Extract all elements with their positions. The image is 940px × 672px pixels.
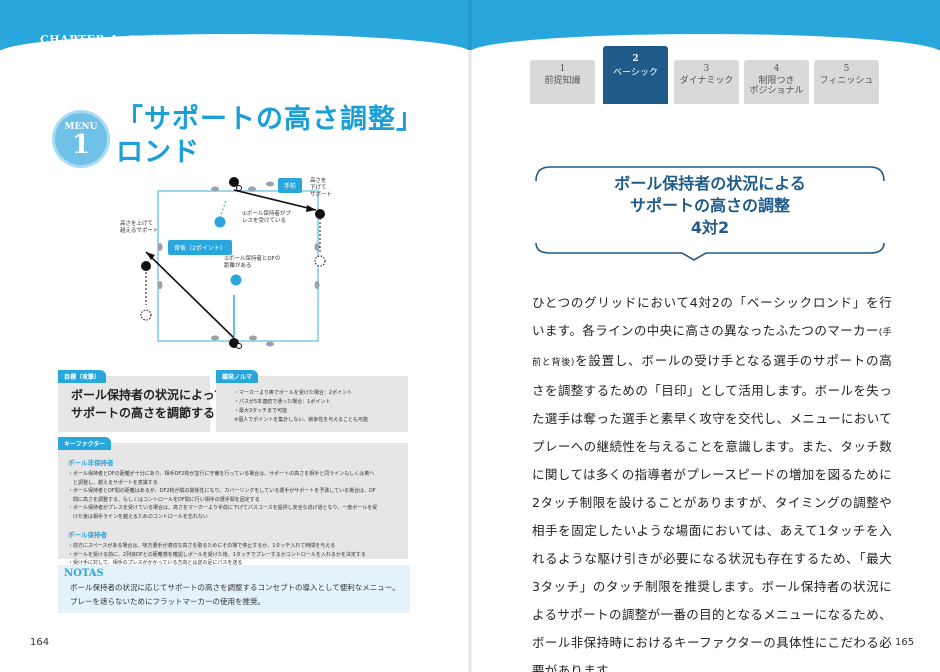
body-small: (手前と背後) xyxy=(532,328,892,368)
goal-box: ボール保持者の状況によって サポートの高さを調節する xyxy=(58,376,226,432)
heading-line-1: ボール保持者の状況による xyxy=(614,174,806,193)
keyfactor-item: ・受け手に対して、相手のプレスがかかっている方向とは逆の足にパスを送る xyxy=(68,560,243,566)
quota-item: ※個人でポイントを集計しない、競争性を与えることも可能 xyxy=(234,417,369,423)
tab-number: 4 xyxy=(773,64,780,74)
heading-text: ボール保持者の状況による サポートの高さの調整 4対2 xyxy=(532,173,888,239)
body-pre: ひとつのグリッドにおいて4対2の「ベーシックロンド」を行います。各ラインの中央に… xyxy=(532,295,892,338)
tab-prerequisite[interactable]: 1 前提知識 xyxy=(530,60,595,104)
title-line-1: 「サポートの高さ調整」 xyxy=(116,104,424,135)
pass-arrow-1 xyxy=(145,251,235,339)
bubble-back: 背後（2ポイント） xyxy=(168,240,232,255)
notas-box xyxy=(58,565,410,613)
tab-label: 前提知識 xyxy=(544,76,581,86)
chapter-title: ロンド xyxy=(127,33,163,46)
keyfactor-heading-2: ボール保持者 xyxy=(68,531,107,539)
keyfactor-item: ・ボールを受ける前に、2列目DFとの距離感を確認しボールを受けた後、1タッチでプ… xyxy=(68,551,366,558)
title-line-2: ロンド xyxy=(116,137,200,168)
markers xyxy=(157,186,320,341)
keyfactor-content: ボール非保持者 ・ボール保持者とDFの距離が十分にあり、相手DF2枚が並行に守備… xyxy=(68,457,402,576)
keyfactor-item: 間に高さを調整する、もしくはコントロールをDF間に行い相手の選手間を固定する xyxy=(68,496,260,503)
keyfactor-heading-1: ボール非保持者 xyxy=(68,459,114,467)
note-1: ①ボール保持者がプ レスを受けている xyxy=(242,211,291,224)
tab-number: 2 xyxy=(632,54,639,64)
defender-2 xyxy=(230,274,242,286)
tab-number: 5 xyxy=(843,64,850,74)
tab-basic[interactable]: 2 ベーシック xyxy=(603,46,668,104)
body-post: を設置し、ボールの受け手となる選手のサポートの高さを調整するための「目印」として… xyxy=(532,353,892,672)
defender-1 xyxy=(214,216,226,228)
bubble-front: 手前 xyxy=(278,178,303,193)
heading-line-2: サポートの高さの調整 xyxy=(629,196,790,215)
diagram-graphic xyxy=(140,177,326,349)
page-number-left: 164 xyxy=(30,637,50,648)
goal-text: ボール保持者の状況によって サポートの高さを調節する xyxy=(71,388,227,420)
keyfactor-item: と調整し、越えるサポートを意識する xyxy=(68,479,158,486)
note-lower-support: 高さを 下げて サポート xyxy=(310,178,333,198)
left-page: CHAPTER 4 ロンド MENU 1 「サポートの高さ調整」 ロンド xyxy=(0,0,470,648)
tab-label: フィニッシュ xyxy=(819,76,874,86)
quota-tag: 課発ノルマ xyxy=(216,370,259,383)
quota-item: ・パスが5本連続で通った場合：1ポイント xyxy=(234,399,331,405)
keyfactor-item: ・ボール保持者とDFの距離が十分にあり、相手DF2枚が並行に守備を行っている場合… xyxy=(68,471,375,477)
player-left xyxy=(141,261,151,271)
heading-line-3: 4対2 xyxy=(690,218,730,237)
tab-dynamic[interactable]: 3 ダイナミック xyxy=(674,60,739,104)
tab-label: ベーシック xyxy=(613,68,658,78)
chapter-band-right xyxy=(470,0,940,56)
page-title: 「サポートの高さ調整」 ロンド xyxy=(116,103,424,169)
player-right-ghost xyxy=(314,255,326,267)
chapter-band xyxy=(0,0,470,56)
tab-label: ダイナミック xyxy=(679,76,734,86)
menu-label: MENU xyxy=(64,122,98,132)
tab-finish[interactable]: 5 フィニッシュ xyxy=(814,60,879,104)
right-page: 1 前提知識 2 ベーシック 3 ダイナミック 4 制限つき ポジショナル 5 … xyxy=(470,0,940,672)
note-raise-support: 高さを上げて 越えるサポート xyxy=(120,221,159,234)
chapter-header: CHAPTER 4 ロンド xyxy=(40,31,162,47)
keyfactor-item: ・ボール保持者とDF間の距離はあるが、DF2枚が縦の関係性になり、カバーリングを… xyxy=(68,488,376,494)
section-heading: ボール保持者の状況による サポートの高さの調整 4対2 xyxy=(532,163,888,263)
notas-text: ボール保持者の状況に応じてサポートの高さを調整するコンセプトの導入として便利なメ… xyxy=(70,583,400,606)
keyfactor-item: ・ボール保持者がプレスを受けている場合は、高さをマーカーより手前に下げてパスコー… xyxy=(68,505,378,511)
quota-box: ・マーカーより奥でボールを受けた場合：2ポイント ・パスが5本連続で通った場合：… xyxy=(216,376,408,432)
tab-number: 1 xyxy=(559,64,566,74)
book-gutter xyxy=(468,0,472,672)
level-tabs: 1 前提知識 2 ベーシック 3 ダイナミック 4 制限つき ポジショナル 5 … xyxy=(530,46,890,112)
quota-item: ・マーカーより奥でボールを受けた場合：2ポイント xyxy=(234,390,353,396)
keyfactor-list-1: ・ボール保持者とDFの距離が十分にあり、相手DF2枚が並行に守備を行っている場合… xyxy=(68,470,402,521)
menu-badge: MENU 1 xyxy=(52,110,110,168)
tab-number: 3 xyxy=(703,64,710,74)
body-text: ひとつのグリッドにおいて4対2の「ベーシックロンド」を行います。各ラインの中央に… xyxy=(532,289,892,672)
player-left-ghost xyxy=(140,309,152,321)
keyfactor-tag: キーファクター xyxy=(58,437,112,450)
player-top xyxy=(229,177,239,187)
keyfactor-item: けた後は相手ラインを越えるためのコントロールを忘れない xyxy=(68,513,208,520)
keyfactor-box: ボール非保持者 ・ボール保持者とDFの距離が十分にあり、相手DF2枚が並行に守備… xyxy=(58,443,408,566)
keyfactor-list-2: ・前方にスペースがある場合は、味方選手が適切な高さを取るためにその場で停止するか… xyxy=(68,542,402,568)
ball-bottom xyxy=(236,343,242,349)
quota-list: ・マーカーより奥でボールを受けた場合：2ポイント ・パスが5本連続で通った場合：… xyxy=(234,389,368,425)
defender-path xyxy=(219,199,227,219)
tab-label: 制限つき ポジショナル xyxy=(749,76,804,96)
quota-item: ・最大3タッチまで可能 xyxy=(234,408,288,414)
tab-positional[interactable]: 4 制限つき ポジショナル xyxy=(744,60,809,104)
menu-number: 1 xyxy=(71,130,91,160)
player-right xyxy=(315,209,325,219)
chapter-label: CHAPTER 4 xyxy=(40,33,118,46)
ball-top xyxy=(236,185,242,191)
pass-arrow-2 xyxy=(233,189,317,211)
goal-tag: 目標（攻撃） xyxy=(58,370,107,383)
page-number-right: 165 xyxy=(895,637,915,648)
heading-frame xyxy=(535,166,885,261)
note-2: ②ボール保持者とDFの 距離がある xyxy=(224,256,281,269)
rondo-diagram: 手前 背後（2ポイント） 高さを上げて 越えるサポート 高さを 下げて サポート… xyxy=(120,170,440,360)
notas-heading: NOTAS xyxy=(64,568,104,579)
keyfactor-item: ・前方にスペースがある場合は、味方選手が適切な高さを取るためにその場で停止するか… xyxy=(68,543,336,549)
